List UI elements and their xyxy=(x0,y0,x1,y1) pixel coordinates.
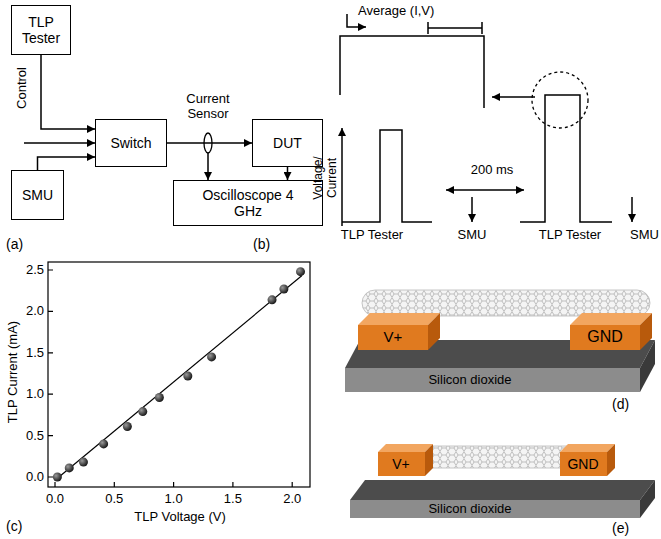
data-point xyxy=(79,458,88,467)
tester-box: TLP Tester xyxy=(11,5,71,55)
node-text: DUT xyxy=(273,135,302,151)
data-point xyxy=(65,463,74,472)
axis-title: TLP Voltage (V) xyxy=(134,510,226,525)
connector-arrow xyxy=(287,167,289,180)
tick-label: 1.0 xyxy=(165,492,183,507)
panel-label: (a) xyxy=(6,236,23,252)
connector-layer xyxy=(38,55,288,180)
tick-label: 0.0 xyxy=(46,492,64,507)
tick-label: 0.5 xyxy=(26,428,44,443)
timing-diagram xyxy=(340,14,632,226)
node-text: TLP Tester xyxy=(16,14,66,46)
tick-label: 1.5 xyxy=(26,345,44,360)
tick-label: 2.0 xyxy=(26,304,44,319)
axis-title: Voltage/ Current xyxy=(312,147,340,209)
node-text: SMU xyxy=(22,187,53,203)
connector-arrow xyxy=(167,142,252,144)
sensor-label: Current Sensor xyxy=(177,92,239,122)
node-text: Oscilloscope 4 GHz xyxy=(198,187,298,219)
interval-label: 200 ms xyxy=(471,163,514,178)
tick-label: 2.0 xyxy=(283,492,301,507)
electrode-label: V+ xyxy=(392,456,410,472)
data-point xyxy=(207,352,216,361)
current-sensor xyxy=(204,133,212,180)
connector-arrow xyxy=(38,157,96,170)
chart-data xyxy=(53,267,305,481)
axis-title: TLP Current (mA) xyxy=(6,321,21,423)
phase-label: SMU xyxy=(630,228,659,243)
phase-label: TLP Tester xyxy=(539,228,601,243)
electrode-label: GND xyxy=(567,456,598,472)
data-point xyxy=(183,371,192,380)
phase-label: SMU xyxy=(458,228,487,243)
panel-label: (d) xyxy=(612,396,629,412)
data-point xyxy=(279,285,288,294)
tick-label: 0.5 xyxy=(105,492,123,507)
fit-line xyxy=(55,276,302,481)
tick-label: 1.0 xyxy=(26,387,44,402)
chart-frame xyxy=(48,262,310,487)
control-arrow xyxy=(24,143,95,144)
device-long-tube xyxy=(345,290,655,392)
data-point xyxy=(138,407,147,416)
phase-label: TLP Tester xyxy=(341,228,403,243)
data-point xyxy=(268,295,277,304)
data-point xyxy=(123,422,132,431)
panel-label: (b) xyxy=(253,236,270,252)
oscilloscope-box: Oscilloscope 4 GHz xyxy=(173,180,323,226)
panel-label: (c) xyxy=(6,518,22,534)
data-point xyxy=(155,393,164,402)
tick-label: 2.5 xyxy=(26,263,44,278)
device-short-tube xyxy=(350,444,655,518)
switch-box: Switch xyxy=(95,119,167,167)
panel-label: (e) xyxy=(612,520,629,536)
electrode-label: GND xyxy=(587,328,623,346)
connector-arrow xyxy=(41,55,95,129)
tick-label: 0.0 xyxy=(26,470,44,485)
substrate-label: Silicon dioxide xyxy=(428,502,511,517)
tick-label: 1.5 xyxy=(224,492,242,507)
signal-label: Control xyxy=(15,67,30,109)
substrate-label: Silicon dioxide xyxy=(428,373,511,388)
annotation-label: Average (I,V) xyxy=(358,4,434,19)
node-text: Switch xyxy=(110,135,151,151)
data-point xyxy=(99,439,108,448)
electrode-label: V+ xyxy=(384,328,403,345)
data-point xyxy=(296,267,305,276)
data-point xyxy=(53,473,62,482)
smu-box: SMU xyxy=(11,170,64,220)
